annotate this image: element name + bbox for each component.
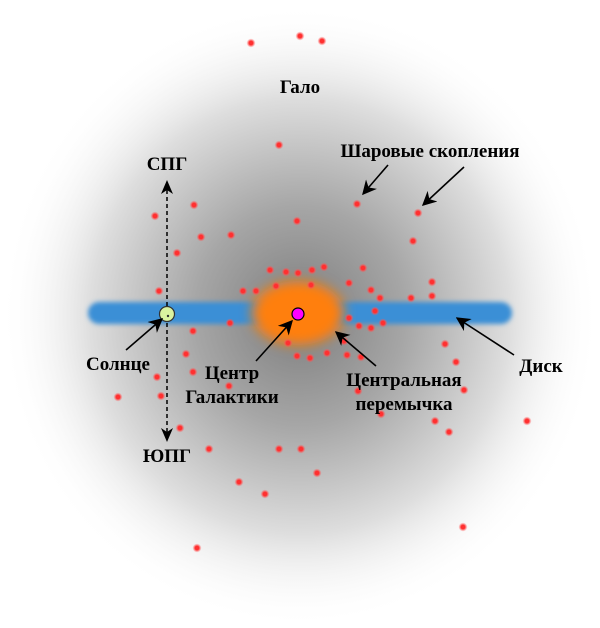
globular-cluster-dot-core — [153, 214, 157, 218]
globular-cluster-dot-core — [461, 525, 465, 529]
globular-cluster-dot-core — [295, 354, 299, 358]
globular-cluster-dot-core — [373, 309, 377, 313]
globular-cluster-dot-core — [286, 341, 290, 345]
globular-cluster-dot-core — [320, 39, 324, 43]
globular-cluster-dot-core — [277, 447, 281, 451]
globular-cluster-dot-core — [308, 356, 312, 360]
globular-cluster-dot-core — [454, 360, 458, 364]
globular-cluster-dot-core — [447, 430, 451, 434]
globular-cluster-dot-core — [462, 388, 466, 392]
globular-cluster-dot-core — [322, 265, 326, 269]
globular-cluster-dot-core — [369, 326, 373, 330]
globular-cluster-dot-core — [155, 375, 159, 379]
globular-cluster-dot-core — [254, 289, 258, 293]
globular-cluster-dot-core — [191, 370, 195, 374]
ngp-label: СПГ — [147, 154, 188, 175]
sun-marker-dot — [166, 314, 170, 318]
globular-cluster-dot-core — [299, 447, 303, 451]
globular-cluster-dot-core — [433, 419, 437, 423]
arrow-globular-1 — [362, 164, 389, 196]
arrow-disk — [455, 317, 515, 356]
globular-cluster-dot-core — [369, 288, 373, 292]
globular-cluster-dot-core — [409, 296, 413, 300]
globular-cluster-dot-core — [296, 271, 300, 275]
globular-cluster-dot-core — [359, 355, 363, 359]
globular-cluster-dot-core — [192, 203, 196, 207]
arrow-bar — [334, 331, 377, 367]
globular-cluster-dot-core — [298, 34, 302, 38]
globular-cluster-dot-core — [357, 324, 361, 328]
globular-cluster-dot-core — [227, 384, 231, 388]
globular-cluster-dot-core — [191, 329, 195, 333]
central-bar-label-line2: перемычка — [355, 394, 453, 415]
globular-cluster-dot-core — [381, 321, 385, 325]
arrow-globular-2 — [421, 166, 465, 206]
globular-cluster-dot-core — [525, 419, 529, 423]
globular-cluster-dot-core — [249, 41, 253, 45]
globular-cluster-dot-core — [268, 268, 272, 272]
globular-cluster-dot-core — [116, 395, 120, 399]
globular-cluster-dot-core — [184, 352, 188, 356]
globular-cluster-dot-core — [345, 353, 349, 357]
globular-cluster-dot-core — [241, 289, 245, 293]
sgp-label: ЮПГ — [143, 446, 191, 467]
globular-cluster-dot-core — [356, 389, 360, 393]
globular-cluster-dot-core — [228, 321, 232, 325]
arrow-sun — [125, 318, 164, 351]
globular-cluster-dot-core — [443, 342, 447, 346]
globular-cluster-dot-core — [379, 412, 383, 416]
globular-cluster-dot-core — [355, 202, 359, 206]
galactic-center-label-line2: Галактики — [185, 387, 278, 408]
globular-cluster-dot-core — [277, 143, 281, 147]
arrow-center — [255, 319, 293, 362]
globular-clusters-label: Шаровые скопления — [340, 141, 519, 162]
sun-marker — [158, 305, 176, 323]
globular-cluster-dot-core — [325, 351, 329, 355]
halo-label: Гало — [280, 77, 320, 98]
sun-label: Солнце — [86, 354, 150, 375]
central-bar-label-line1: Центральная — [346, 370, 461, 391]
globular-cluster-dot-core — [199, 235, 203, 239]
globular-cluster-dot-core — [157, 289, 161, 293]
globular-cluster-dot-core — [411, 239, 415, 243]
globular-cluster-dot-core — [207, 447, 211, 451]
globular-cluster-dot-core — [361, 266, 365, 270]
sgp-arrow-icon — [161, 428, 173, 442]
globular-cluster-dot-core — [295, 219, 299, 223]
disk-label: Диск — [519, 356, 562, 377]
globular-cluster-dot-core — [274, 284, 278, 288]
globular-cluster-dot-core — [195, 546, 199, 550]
globular-cluster-dot-core — [175, 251, 179, 255]
globular-cluster-dot-core — [178, 426, 182, 430]
globular-cluster-dot-core — [430, 280, 434, 284]
globular-cluster-dot-core — [347, 316, 351, 320]
globular-cluster-dot-core — [159, 394, 163, 398]
globular-cluster-dot-core — [378, 296, 382, 300]
globular-cluster-dot-core — [229, 233, 233, 237]
galactic-center-marker — [291, 307, 305, 321]
globular-cluster-dot-core — [237, 480, 241, 484]
globular-cluster-dot-core — [416, 211, 420, 215]
globular-clusters-group — [113, 31, 532, 553]
globular-cluster-dot-core — [284, 270, 288, 274]
galactic-center-label-line1: Центр — [205, 363, 259, 384]
globular-cluster-dot-core — [310, 268, 314, 272]
globular-cluster-dot-core — [315, 471, 319, 475]
globular-cluster-dot-core — [430, 294, 434, 298]
ngp-arrow-icon — [161, 180, 173, 194]
globular-cluster-dot-core — [347, 281, 351, 285]
globular-cluster-dot-core — [309, 283, 313, 287]
globular-cluster-dot-core — [263, 492, 267, 496]
